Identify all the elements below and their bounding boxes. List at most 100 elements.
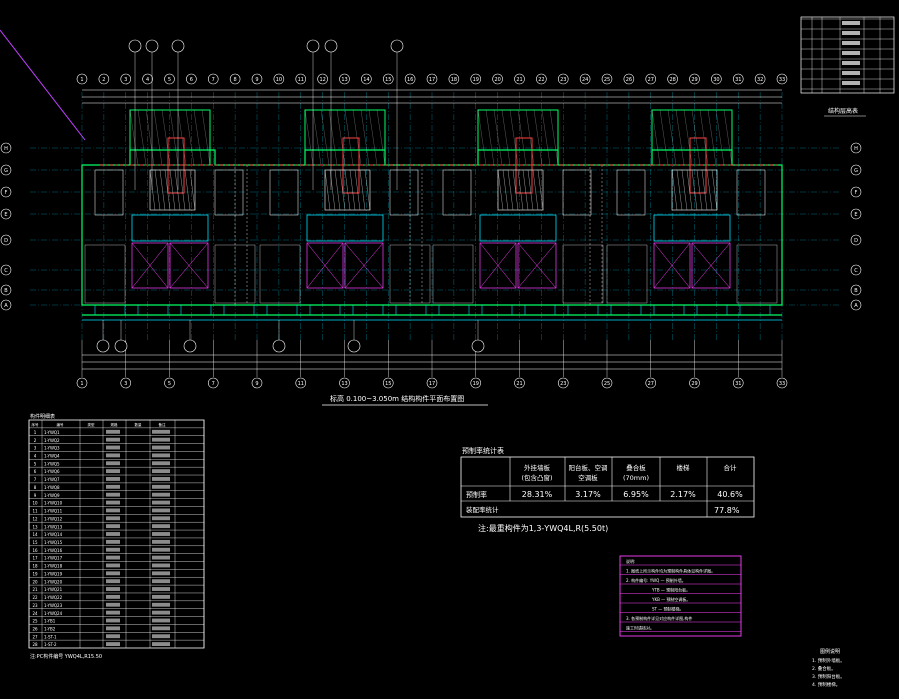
axis-top-5: 5 xyxy=(164,73,175,85)
svg-text:H: H xyxy=(4,146,8,152)
axis-top-8: 8 xyxy=(229,73,241,85)
legend-item-3: 3. 预制阳台板。 xyxy=(812,673,845,680)
svg-text:20: 20 xyxy=(494,77,500,83)
component-row-code: 1-YWQ24 xyxy=(44,611,63,616)
svg-text:26: 26 xyxy=(626,77,632,83)
axis-top-16: 16 xyxy=(404,73,416,85)
axis-top-20: 20 xyxy=(492,73,503,85)
axis-right-H: H xyxy=(850,142,862,154)
component-row-code: 1-YWQ3 xyxy=(44,446,60,451)
svg-text:31: 31 xyxy=(735,77,741,83)
ratio-row2-label: 装配率统计 xyxy=(466,505,499,514)
component-row-num: 23 xyxy=(32,603,38,608)
notes-line-4: YTB — 预制阳台板。 xyxy=(651,587,690,593)
component-row-code: 1-YWQ22 xyxy=(44,595,63,600)
component-row-code: 1-YWQ4 xyxy=(44,454,60,459)
notes-box: 说明:1. 图纸上所示构件均为预制构件具体见构件详图。2. 构件编号: YWQ … xyxy=(619,555,742,637)
svg-text:2: 2 xyxy=(102,77,105,83)
component-row-num: 6 xyxy=(34,469,37,474)
legend-bottom-right: 图例说明 1. 预制外墙板。2. 叠合板。3. 预制阳台板。4. 预制楼梯。 xyxy=(812,648,845,688)
svg-text:H: H xyxy=(854,146,858,152)
unit-3 xyxy=(432,109,604,304)
svg-text:12: 12 xyxy=(319,77,325,83)
legend-bottom-title: 图例说明 xyxy=(820,648,840,655)
legend-top-right-caption: 结构层高表 xyxy=(828,107,858,115)
axis-bottom-11: 11 xyxy=(295,377,307,389)
svg-text:3: 3 xyxy=(124,77,127,83)
notes-line-6: ST — 预制楼梯。 xyxy=(652,606,684,612)
svg-text:A: A xyxy=(4,303,8,309)
component-row-code: 1-YWQ9 xyxy=(44,493,60,498)
axis-top-14: 14 xyxy=(361,73,372,85)
ratio-header-1: (包含凸窗) xyxy=(521,473,552,482)
component-row-code: 1-YWQ20 xyxy=(44,579,63,584)
unit-2 xyxy=(259,109,431,304)
component-row-code: 1-YWQ16 xyxy=(44,548,63,553)
svg-text:17: 17 xyxy=(429,77,435,83)
svg-text:10: 10 xyxy=(276,77,282,83)
axis-left-D: D xyxy=(0,234,12,246)
component-row-code: 1-YWQ12 xyxy=(44,516,63,521)
svg-text:9: 9 xyxy=(255,381,258,387)
svg-text:11: 11 xyxy=(298,381,304,387)
component-col-5: 数量 xyxy=(135,422,142,427)
axis-top-6: 6 xyxy=(186,73,197,85)
axis-bottom-25: 25 xyxy=(601,377,613,389)
axis-top-21: 21 xyxy=(514,73,525,85)
legend-item-1: 1. 预制外墙板。 xyxy=(812,657,845,664)
component-row-code: 1-YWQ7 xyxy=(44,477,60,482)
axis-left-C: C xyxy=(0,264,12,276)
axis-top-3: 3 xyxy=(120,73,132,85)
legend-item-2: 2. 叠合板。 xyxy=(812,665,836,672)
component-row-code: 1-YB1 xyxy=(44,619,56,624)
axis-bottom-15: 15 xyxy=(382,377,394,389)
svg-text:28: 28 xyxy=(669,77,675,83)
axis-right-C: C xyxy=(850,264,862,276)
notes-line-8: 施工时请核对。 xyxy=(626,625,654,631)
axis-top-32: 32 xyxy=(754,73,766,85)
ratio-value-3: 6.95% xyxy=(623,490,649,499)
ratio-header-1: 外挂墙板 xyxy=(524,463,551,472)
svg-text:B: B xyxy=(854,288,858,294)
svg-text:1: 1 xyxy=(80,77,83,83)
component-row-num: 26 xyxy=(32,626,38,631)
component-col-6: 备注 xyxy=(159,422,166,427)
axis-top-1: 1 xyxy=(76,73,88,85)
component-row-code: 1-YWQ1 xyxy=(44,430,60,435)
ratio-table-note: 注:最重构件为1,3-YWQ4L,R(5.50t) xyxy=(478,523,608,533)
component-col-4: 规格 xyxy=(111,422,118,427)
svg-text:21: 21 xyxy=(516,77,522,83)
svg-text:25: 25 xyxy=(604,77,610,83)
ratio-value-4: 2.17% xyxy=(670,490,696,499)
axis-bottom-17: 17 xyxy=(426,377,438,389)
axis-top-24: 24 xyxy=(579,73,591,85)
component-row-code: 1-YWQ14 xyxy=(44,532,63,537)
component-row-num: 4 xyxy=(34,454,37,459)
axis-top-25: 25 xyxy=(601,73,613,85)
component-row-code: 1-YWQ13 xyxy=(44,524,63,529)
ratio-value-2: 3.17% xyxy=(575,490,601,499)
svg-text:31: 31 xyxy=(735,381,741,387)
axis-bottom-5: 5 xyxy=(164,377,175,389)
notes-line-2: 1. 图纸上所示构件均为预制构件具体见构件详图。 xyxy=(626,568,715,574)
svg-text:11: 11 xyxy=(298,77,304,83)
axis-right-F: F xyxy=(850,186,862,198)
legend-top-right: 结构层高表 xyxy=(800,16,895,117)
svg-text:19: 19 xyxy=(473,77,479,83)
component-row-code: 1-ST-2 xyxy=(44,642,57,647)
svg-text:27: 27 xyxy=(648,381,654,387)
axis-right-A: A xyxy=(850,299,862,311)
svg-text:1: 1 xyxy=(80,381,83,387)
axis-bottom-31: 31 xyxy=(732,377,744,389)
component-row-num: 18 xyxy=(32,564,38,569)
axis-top-29: 29 xyxy=(689,73,700,85)
component-row-num: 5 xyxy=(34,461,37,466)
svg-text:23: 23 xyxy=(560,77,566,83)
svg-text:16: 16 xyxy=(407,77,413,83)
component-row-num: 2 xyxy=(34,438,37,443)
svg-text:25: 25 xyxy=(604,381,610,387)
